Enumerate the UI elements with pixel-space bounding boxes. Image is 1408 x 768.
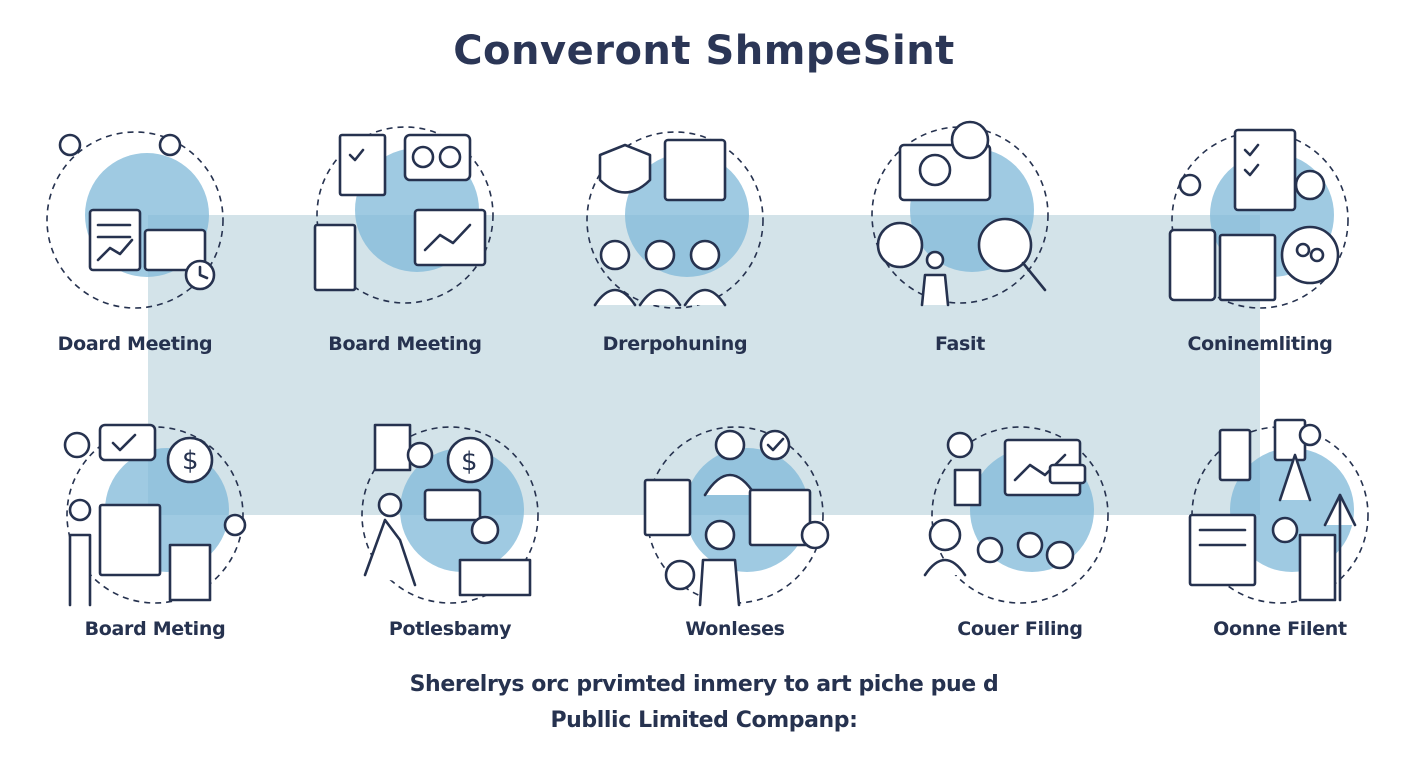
footer-line-1: Sherelrys orc prvimted inmery to art pic… <box>409 672 999 697</box>
item-card <box>305 115 505 315</box>
item-label: Drerpohuning <box>602 333 748 355</box>
finance-meeting-icon: $ <box>63 423 247 607</box>
item-label: Board Meeting <box>328 333 482 355</box>
dashed-circle <box>46 131 224 309</box>
analysis-icon <box>871 120 1049 307</box>
presentation-icon <box>313 126 494 304</box>
item-card <box>635 415 835 615</box>
team-shield-icon <box>586 131 764 309</box>
dashed-circle <box>66 426 244 604</box>
item-label: Doard Meeting <box>57 333 213 355</box>
money-workflow-icon: $ <box>361 423 539 604</box>
item-card <box>575 120 775 320</box>
footer-line-2: Publlic Limited Companp: <box>550 708 858 733</box>
filing-growth-icon <box>1188 418 1369 604</box>
item-card: $ <box>55 415 255 615</box>
item-card <box>1180 415 1380 615</box>
item-label: Potlesbamy <box>388 618 512 640</box>
checklist-gears-icon <box>1168 128 1349 309</box>
page-title: Converont ShmpeSint <box>453 28 955 74</box>
dashed-circle <box>931 426 1109 604</box>
item-card <box>35 120 235 320</box>
dashed-circle <box>871 126 1049 304</box>
chart-team-icon <box>923 426 1109 604</box>
item-label: Coninemliting <box>1187 333 1333 355</box>
item-label: Board Meting <box>84 618 226 640</box>
item-card <box>860 115 1060 315</box>
svg-text:$: $ <box>461 447 478 477</box>
dashed-circle <box>361 426 539 604</box>
item-label: Wonleses <box>685 618 785 640</box>
item-label: Couer Filing <box>957 618 1083 640</box>
dashed-circle <box>316 126 494 304</box>
support-icon <box>643 426 830 607</box>
dashed-circle <box>586 131 764 309</box>
item-card <box>1160 120 1360 320</box>
item-card <box>920 415 1120 615</box>
dashed-circle <box>1171 131 1349 309</box>
board-meeting-icon <box>46 131 224 309</box>
item-label: Oonne Filent <box>1213 618 1347 640</box>
item-card: $ <box>350 415 550 615</box>
item-label: Fasit <box>934 333 986 355</box>
svg-text:$: $ <box>182 446 199 476</box>
